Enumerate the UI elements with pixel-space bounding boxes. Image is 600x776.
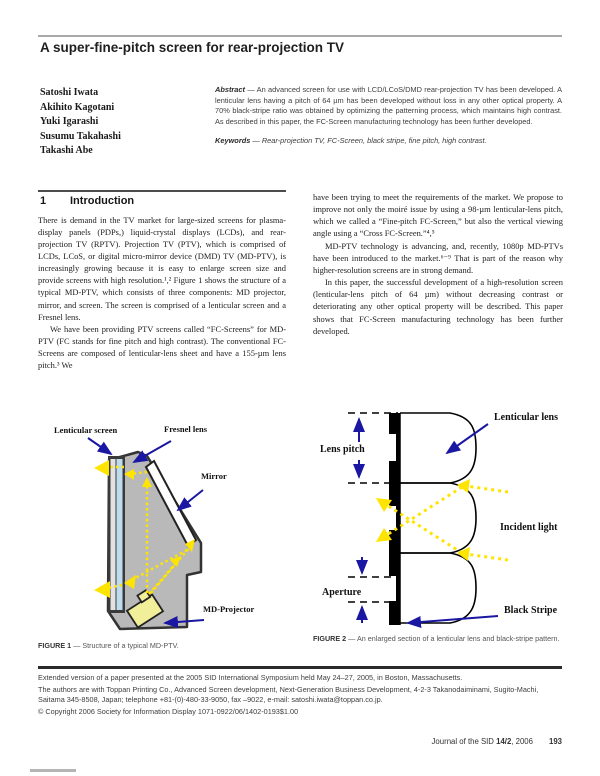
journal-year: , 2006 bbox=[511, 737, 533, 746]
right-column: have been trying to meet the requirement… bbox=[313, 191, 563, 337]
light-ray-arrowheads bbox=[94, 460, 195, 598]
figure1-svg: Lenticular screen Fresnel lens Mirror MD… bbox=[54, 424, 255, 631]
figure2-caption-label: FIGURE 2 bbox=[313, 634, 347, 643]
journal-issue: 14/2 bbox=[496, 737, 512, 746]
abstract-block: Abstract — An advanced screen for use wi… bbox=[215, 85, 562, 147]
md-projector-shape bbox=[125, 588, 165, 629]
label-lenticular-screen: Lenticular screen bbox=[54, 425, 117, 435]
footnote-affiliation: The authors are with Toppan Printing Co.… bbox=[38, 685, 539, 704]
author-name: Akihito Kagotani bbox=[40, 101, 115, 113]
footnote-copyright: © Copyright 2006 Society for Information… bbox=[38, 706, 299, 716]
figure1-caption-text: — Structure of a typical MD-PTV. bbox=[71, 641, 179, 650]
fresnel-lens-strip bbox=[116, 459, 123, 610]
incident-light-arrowheads bbox=[376, 479, 470, 561]
label-mirror: Mirror bbox=[201, 471, 227, 481]
figure2-svg: Lens pitch Lenticular lens Incident ligh… bbox=[320, 412, 558, 628]
keywords-text: — Rear-projection TV, FC-Screen, black s… bbox=[250, 136, 487, 145]
label-lens-pitch: Lens pitch bbox=[320, 444, 365, 455]
author-name: Susumu Takahashi bbox=[40, 130, 121, 142]
incident-light-rays bbox=[381, 484, 509, 562]
label-md-projector: MD-Projector bbox=[203, 604, 255, 614]
section-number: 1 bbox=[40, 194, 47, 207]
footnote-rule bbox=[38, 666, 562, 669]
top-rule bbox=[38, 35, 562, 37]
figure1-caption: FIGURE 1 — Structure of a typical MD-PTV… bbox=[38, 641, 288, 650]
body-paragraph: In this paper, the successful developmen… bbox=[313, 277, 563, 336]
author-name: Yuki Igarashi bbox=[40, 116, 99, 128]
light-rays bbox=[107, 465, 191, 595]
label-incident-light: Incident light bbox=[500, 522, 558, 533]
section-heading: 1 Introduction bbox=[40, 195, 286, 207]
label-fresnel-lens: Fresnel lens bbox=[164, 424, 208, 434]
abstract-paragraph: Abstract — An advanced screen for use wi… bbox=[215, 85, 562, 127]
body-paragraph: have been trying to meet the requirement… bbox=[313, 192, 563, 239]
figure1-diagram: Lenticular screen Fresnel lens Mirror MD… bbox=[52, 423, 302, 643]
figure2-caption-text: — An enlarged section of a lenticular le… bbox=[346, 634, 560, 643]
footnote-symposium: Extended version of a paper presented at… bbox=[38, 673, 463, 682]
body-paragraph: There is demand in the TV market for lar… bbox=[38, 214, 286, 322]
body-paragraph: MD-PTV technology is advancing, and, rec… bbox=[313, 240, 563, 275]
abstract-label: Abstract bbox=[215, 85, 245, 94]
dashed-reference-lines bbox=[348, 412, 398, 603]
author-list: Satoshi Iwata Akihito Kagotani Yuki Igar… bbox=[40, 86, 121, 159]
abstract-text: — An advanced screen for use with LCD/LC… bbox=[215, 85, 562, 126]
label-black-stripe: Black Stripe bbox=[504, 605, 558, 616]
figure2-caption: FIGURE 2 — An enlarged section of a lent… bbox=[313, 634, 565, 643]
section-rule bbox=[38, 190, 286, 192]
mirror-panel bbox=[144, 459, 198, 548]
label-arrows bbox=[87, 437, 205, 628]
journal-name: Journal of the SID bbox=[431, 737, 497, 746]
body-paragraph: We have been providing PTV screens calle… bbox=[38, 323, 286, 371]
label-aperture: Aperture bbox=[322, 587, 362, 598]
author-name: Satoshi Iwata bbox=[40, 87, 99, 98]
page-number: 193 bbox=[548, 737, 562, 746]
black-stripes bbox=[389, 413, 400, 625]
keywords-label: Keywords bbox=[215, 136, 251, 145]
measure-arrows bbox=[353, 417, 499, 628]
paper-title: A super-fine-pitch screen for rear-proje… bbox=[40, 40, 345, 55]
footnotes: Extended version of a paper presented at… bbox=[38, 673, 562, 719]
scan-artifact bbox=[30, 769, 76, 772]
lenticular-screen-strip bbox=[110, 459, 116, 610]
lenticular-lens-profiles bbox=[400, 412, 477, 624]
figure1-caption-label: FIGURE 1 bbox=[38, 641, 72, 650]
section-title: Introduction bbox=[70, 194, 135, 207]
page-footer: Journal of the SID 14/2, 2006 193 bbox=[38, 737, 562, 746]
figure2-diagram: Lens pitch Lenticular lens Incident ligh… bbox=[312, 402, 590, 645]
left-column: 1 Introduction There is demand in the TV … bbox=[38, 190, 286, 372]
label-lenticular-lens: Lenticular lens bbox=[494, 412, 558, 423]
keywords-paragraph: Keywords — Rear-projection TV, FC-Screen… bbox=[215, 136, 562, 147]
author-name: Takashi Abe bbox=[40, 145, 93, 157]
